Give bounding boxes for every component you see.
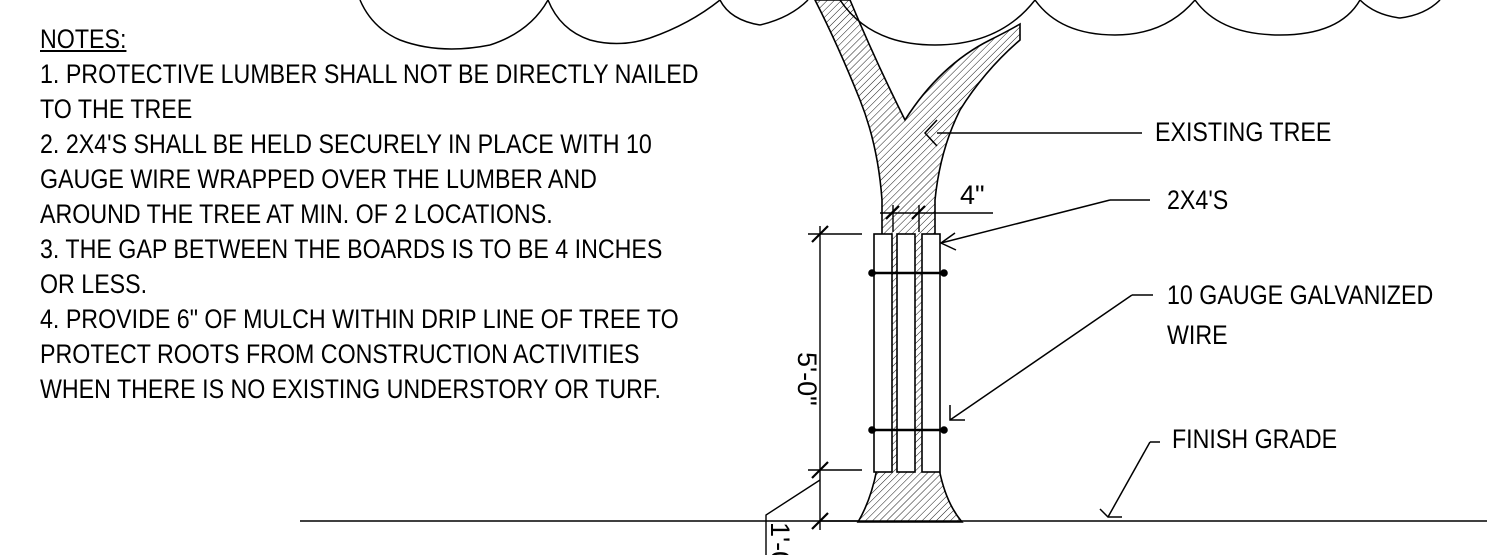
tree-trunk: [814, 0, 1021, 523]
note-line: GAUGE WIRE WRAPPED OVER THE LUMBER AND: [40, 164, 597, 194]
height-dimension: [765, 225, 862, 555]
board-right: [921, 233, 941, 473]
note-line: AROUND THE TREE AT MIN. OF 2 LOCATIONS.: [40, 199, 553, 229]
note-line: OR LESS.: [40, 269, 148, 299]
notes-block: NOTES: 1. PROTECTIVE LUMBER SHALL NOT BE…: [40, 22, 699, 407]
board-middle: [896, 233, 916, 473]
bottom-dimension-text: 1'-0": [765, 522, 795, 555]
note-line: 2. 2X4'S SHALL BE HELD SECURELY IN PLACE…: [40, 129, 652, 159]
lumber-label: 2X4'S: [1167, 185, 1229, 215]
tree-canopy: [359, 0, 1441, 50]
note-line: 1. PROTECTIVE LUMBER SHALL NOT BE DIRECT…: [40, 59, 699, 89]
note-line: TO THE TREE: [40, 94, 193, 124]
protective-lumber: [873, 233, 941, 473]
wire-label-line1: 10 GAUGE GALVANIZED: [1167, 280, 1434, 310]
existing-tree-label: EXISTING TREE: [1155, 117, 1332, 147]
notes-header: NOTES:: [40, 24, 127, 54]
note-line: PROTECT ROOTS FROM CONSTRUCTION ACTIVITI…: [40, 339, 640, 369]
wire-label-line2: WIRE: [1167, 320, 1228, 350]
note-line: WHEN THERE IS NO EXISTING UNDERSTORY OR …: [40, 374, 662, 404]
gap-dimension-text: 4": [960, 180, 985, 210]
gauge-wire: [868, 269, 948, 434]
gap-dimension: [880, 205, 993, 232]
board-left: [873, 233, 893, 473]
leaders: [923, 119, 1160, 518]
finish-grade-label: FINISH GRADE: [1172, 424, 1338, 454]
note-line: 4. PROVIDE 6" OF MULCH WITHIN DRIP LINE …: [40, 304, 679, 334]
note-line: 3. THE GAP BETWEEN THE BOARDS IS TO BE 4…: [40, 234, 663, 264]
height-dimension-text: 5'-0": [792, 352, 822, 406]
